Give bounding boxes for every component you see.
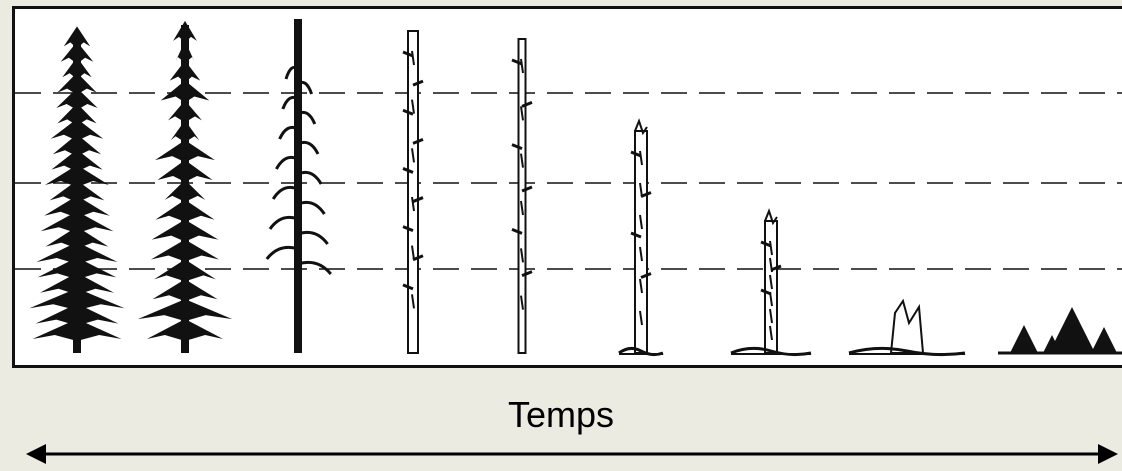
declining-tree [137, 20, 233, 353]
bare-snag [511, 38, 533, 354]
live-tree [29, 26, 125, 353]
broken-top-snag [618, 118, 664, 357]
height-reference-lines [15, 92, 1122, 270]
time-axis-label: Temps [507, 394, 615, 435]
recently-dead-tree [265, 19, 332, 353]
tree-decay-panel [12, 6, 1122, 368]
regeneration-seedlings [998, 307, 1122, 355]
arrow-head-left [26, 444, 46, 464]
stump-and-debris [848, 298, 966, 357]
dead-tree-few-branches [402, 30, 424, 354]
time-arrow [26, 444, 1118, 464]
tree-stages [29, 19, 1122, 357]
arrow-head-right [1098, 444, 1118, 464]
short-snag [730, 208, 812, 357]
tree-decay-illustration [15, 19, 1122, 357]
